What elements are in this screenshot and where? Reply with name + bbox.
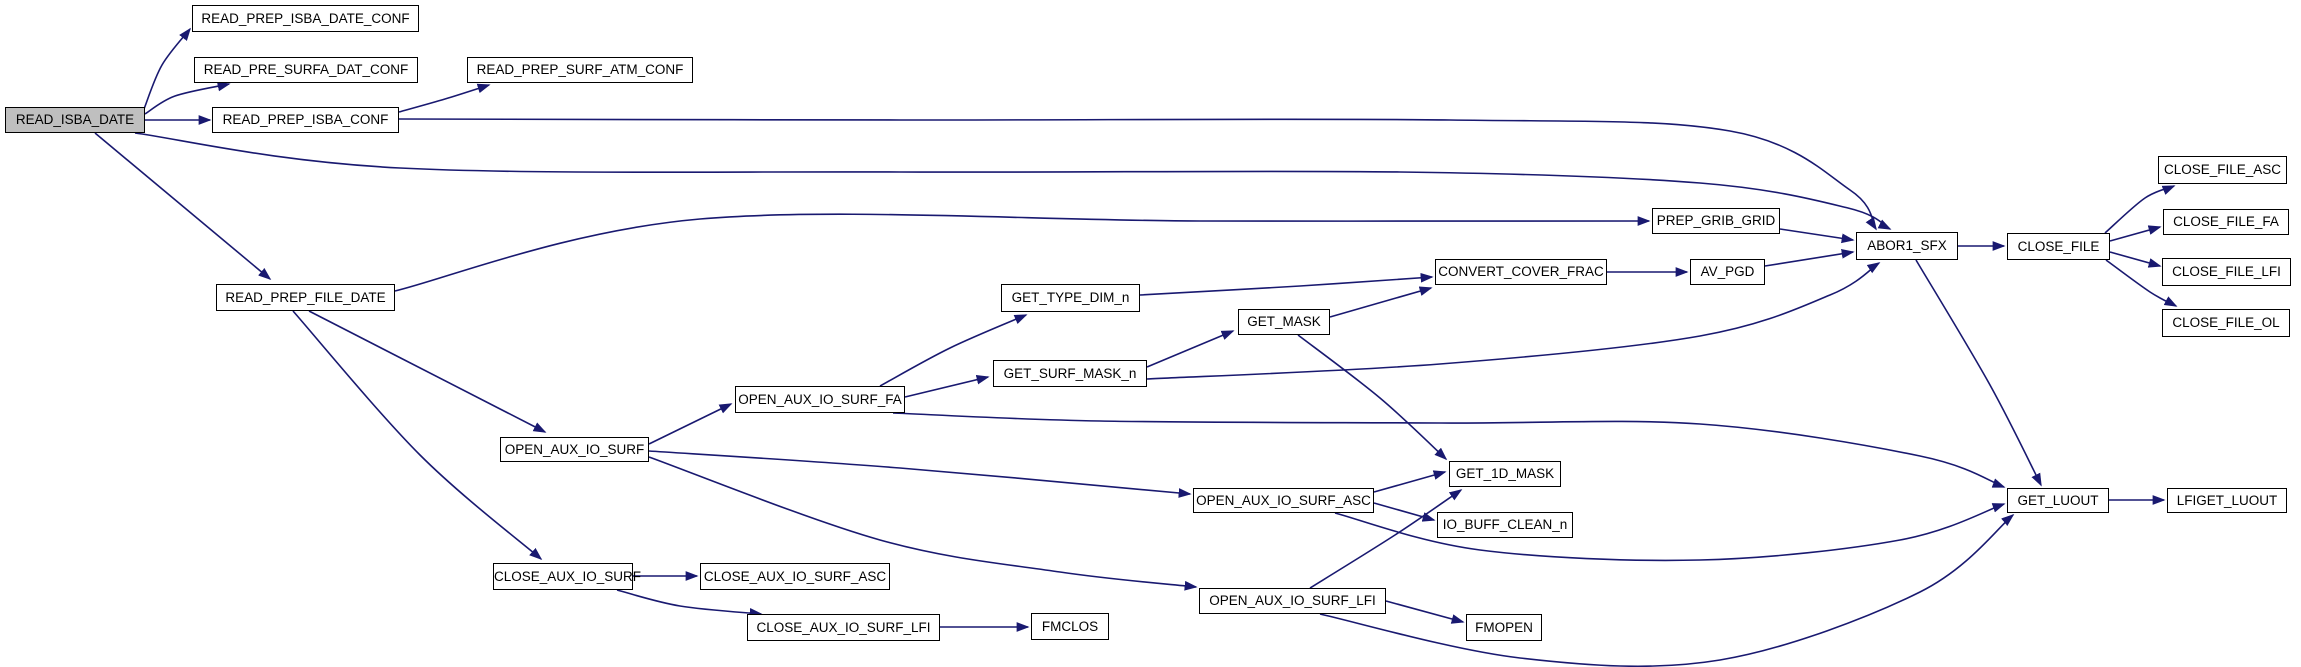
node-prep_grib_grid[interactable]: PREP_GRIB_GRID [1652,208,1780,234]
node-fmclos[interactable]: FMCLOS [1031,613,1109,640]
edge-open_aux_io_surf_asc-to-get_1d_mask [1373,470,1447,493]
edge-open_aux_io_surf_lfi-to-get_luout [1319,513,2015,667]
edge-get_mask-to-convert_cover_frac [1329,286,1433,318]
edge-open_aux_io_surf_lfi-to-get_1d_mask [1309,489,1463,589]
node-read_isba_date: READ_ISBA_DATE [5,107,145,133]
node-close_file_fa[interactable]: CLOSE_FILE_FA [2163,209,2289,235]
edge-close_file-to-close_file_ol [2105,259,2178,307]
node-open_aux_io_surf_fa[interactable]: OPEN_AUX_IO_SURF_FA [735,386,905,413]
node-open_aux_io_surf_lfi[interactable]: OPEN_AUX_IO_SURF_LFI [1199,588,1386,614]
node-close_aux_io_surf[interactable]: CLOSE_AUX_IO_SURF [493,563,641,590]
edge-read_prep_isba_conf-to-read_prep_surf_atm_conf [398,83,491,113]
node-close_file_ol[interactable]: CLOSE_FILE_OL [2162,309,2290,337]
node-io_buff_clean_n[interactable]: IO_BUFF_CLEAN_n [1437,512,1573,538]
edge-open_aux_io_surf-to-open_aux_io_surf_lfi [648,456,1198,591]
edge-read_isba_date-to-read_pre_surfa_dat_conf [144,81,231,115]
node-get_1d_mask[interactable]: GET_1D_MASK [1449,461,1561,487]
edge-open_aux_io_surf_lfi-to-fmopen [1385,600,1465,624]
edge-close_aux_io_surf-to-close_aux_io_surf_lfi [616,589,763,618]
edge-get_mask-to-get_1d_mask [1297,334,1448,461]
node-get_type_dim_n[interactable]: GET_TYPE_DIM_n [1001,284,1140,312]
edge-open_aux_io_surf-to-open_aux_io_surf_asc [648,450,1192,498]
edge-open_aux_io_surf_asc-to-io_buff_clean_n [1373,502,1436,522]
edge-open_aux_io_surf_fa-to-get_type_dim_n [879,314,1028,387]
edge-abor1_sfx-to-get_luout [1915,259,2042,487]
node-read_pre_surfa_dat_conf[interactable]: READ_PRE_SURFA_DAT_CONF [194,57,418,83]
edge-open_aux_io_surf_fa-to-get_surf_mask_n [904,374,990,398]
edge-close_file-to-close_file_asc [2104,185,2176,234]
node-get_surf_mask_n[interactable]: GET_SURF_MASK_n [993,360,1147,387]
edge-open_aux_io_surf_fa-to-get_luout [892,412,2006,488]
node-close_aux_io_surf_asc[interactable]: CLOSE_AUX_IO_SURF_ASC [700,563,890,590]
node-open_aux_io_surf[interactable]: OPEN_AUX_IO_SURF [500,437,649,462]
edge-prep_grib_grid-to-abor1_sfx [1779,228,1855,244]
node-av_pgd[interactable]: AV_PGD [1690,259,1765,285]
edge-read_isba_date-to-read_prep_file_date [94,132,272,281]
node-open_aux_io_surf_asc[interactable]: OPEN_AUX_IO_SURF_ASC [1193,488,1374,513]
node-close_file[interactable]: CLOSE_FILE [2007,233,2110,260]
node-read_prep_isba_date_conf[interactable]: READ_PREP_ISBA_DATE_CONF [192,5,419,32]
node-read_prep_file_date[interactable]: READ_PREP_FILE_DATE [216,284,395,311]
node-get_luout[interactable]: GET_LUOUT [2007,488,2109,513]
node-close_aux_io_surf_lfi[interactable]: CLOSE_AUX_IO_SURF_LFI [747,614,940,641]
edge-open_aux_io_surf_asc-to-get_luout [1334,503,2006,562]
edge-read_prep_file_date-to-close_aux_io_surf [292,310,543,561]
node-convert_cover_frac[interactable]: CONVERT_COVER_FRAC [1435,259,1607,285]
edge-get_surf_mask_n-to-get_mask [1146,330,1235,368]
node-abor1_sfx[interactable]: ABOR1_SFX [1856,232,1958,260]
node-close_file_lfi[interactable]: CLOSE_FILE_LFI [2162,258,2291,286]
edge-get_surf_mask_n-to-abor1_sfx [1146,262,1881,380]
edge-read_prep_file_date-to-prep_grib_grid [394,213,1651,292]
edge-close_file-to-close_file_lfi [2109,251,2162,268]
node-lfiget_luout[interactable]: LFIGET_LUOUT [2167,488,2287,513]
edge-get_type_dim_n-to-convert_cover_frac [1139,272,1434,296]
node-close_file_asc[interactable]: CLOSE_FILE_ASC [2158,156,2287,184]
node-read_prep_isba_conf[interactable]: READ_PREP_ISBA_CONF [212,107,399,133]
edge-read_isba_date-to-abor1_sfx [134,132,1892,230]
edge-open_aux_io_surf-to-open_aux_io_surf_fa [648,403,733,445]
edge-av_pgd-to-abor1_sfx [1764,248,1855,267]
edge-read_prep_file_date-to-open_aux_io_surf [308,310,547,433]
edge-close_file-to-close_file_fa [2109,225,2162,242]
node-get_mask[interactable]: GET_MASK [1238,309,1330,335]
node-read_prep_surf_atm_conf[interactable]: READ_PREP_SURF_ATM_CONF [467,57,693,83]
edge-read_isba_date-to-read_prep_isba_date_conf [143,27,192,110]
node-fmopen[interactable]: FMOPEN [1466,614,1542,641]
edge-read_prep_isba_conf-to-abor1_sfx [398,118,1877,231]
